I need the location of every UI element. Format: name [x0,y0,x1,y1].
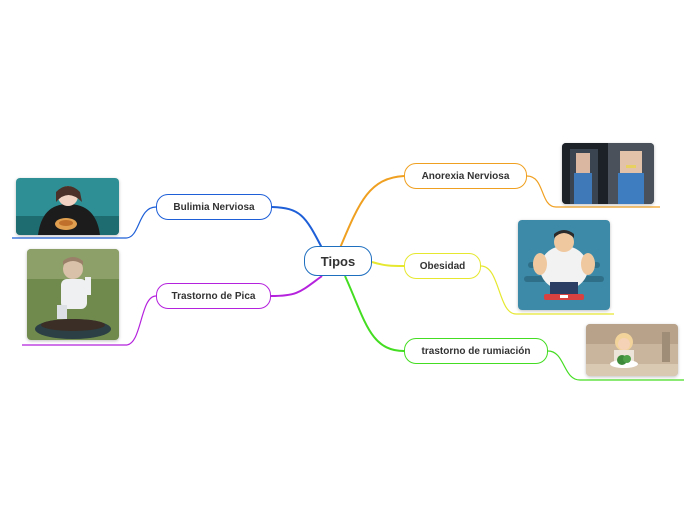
connector-bulimia [271,206,323,249]
topic-rumiacion-label: trastorno de rumiación [421,345,531,357]
topic-bulimia-nerviosa[interactable]: Bulimia Nerviosa [156,194,272,220]
topic-pica-label: Trastorno de Pica [171,290,256,302]
pica-image [27,249,119,340]
link-anorexia-image [526,175,660,208]
topic-anorexia-nerviosa[interactable]: Anorexia Nerviosa [404,163,527,189]
topic-trastorno-rumiacion[interactable]: trastorno de rumiación [404,338,548,364]
topic-bulimia-label: Bulimia Nerviosa [173,201,255,213]
bulimia-image [16,178,119,235]
topic-obesidad-label: Obesidad [419,260,466,272]
anorexia-image [562,143,654,204]
obesidad-image [518,220,610,310]
link-bulimia-image [12,206,157,239]
link-pica-image [22,295,157,346]
topic-anorexia-label: Anorexia Nerviosa [421,170,510,182]
topic-obesidad[interactable]: Obesidad [404,253,481,279]
connector-pica [270,275,323,297]
connector-rumiacion [344,275,405,352]
connector-anorexia [339,175,405,249]
central-topic-label: Tipos [320,253,356,269]
connector-obesidad [371,261,405,267]
link-rumiacion-image [547,350,684,381]
rumiacion-image [586,324,678,376]
central-topic-tipos[interactable]: Tipos [304,246,372,276]
link-obesidad-image [480,265,614,315]
topic-trastorno-pica[interactable]: Trastorno de Pica [156,283,271,309]
